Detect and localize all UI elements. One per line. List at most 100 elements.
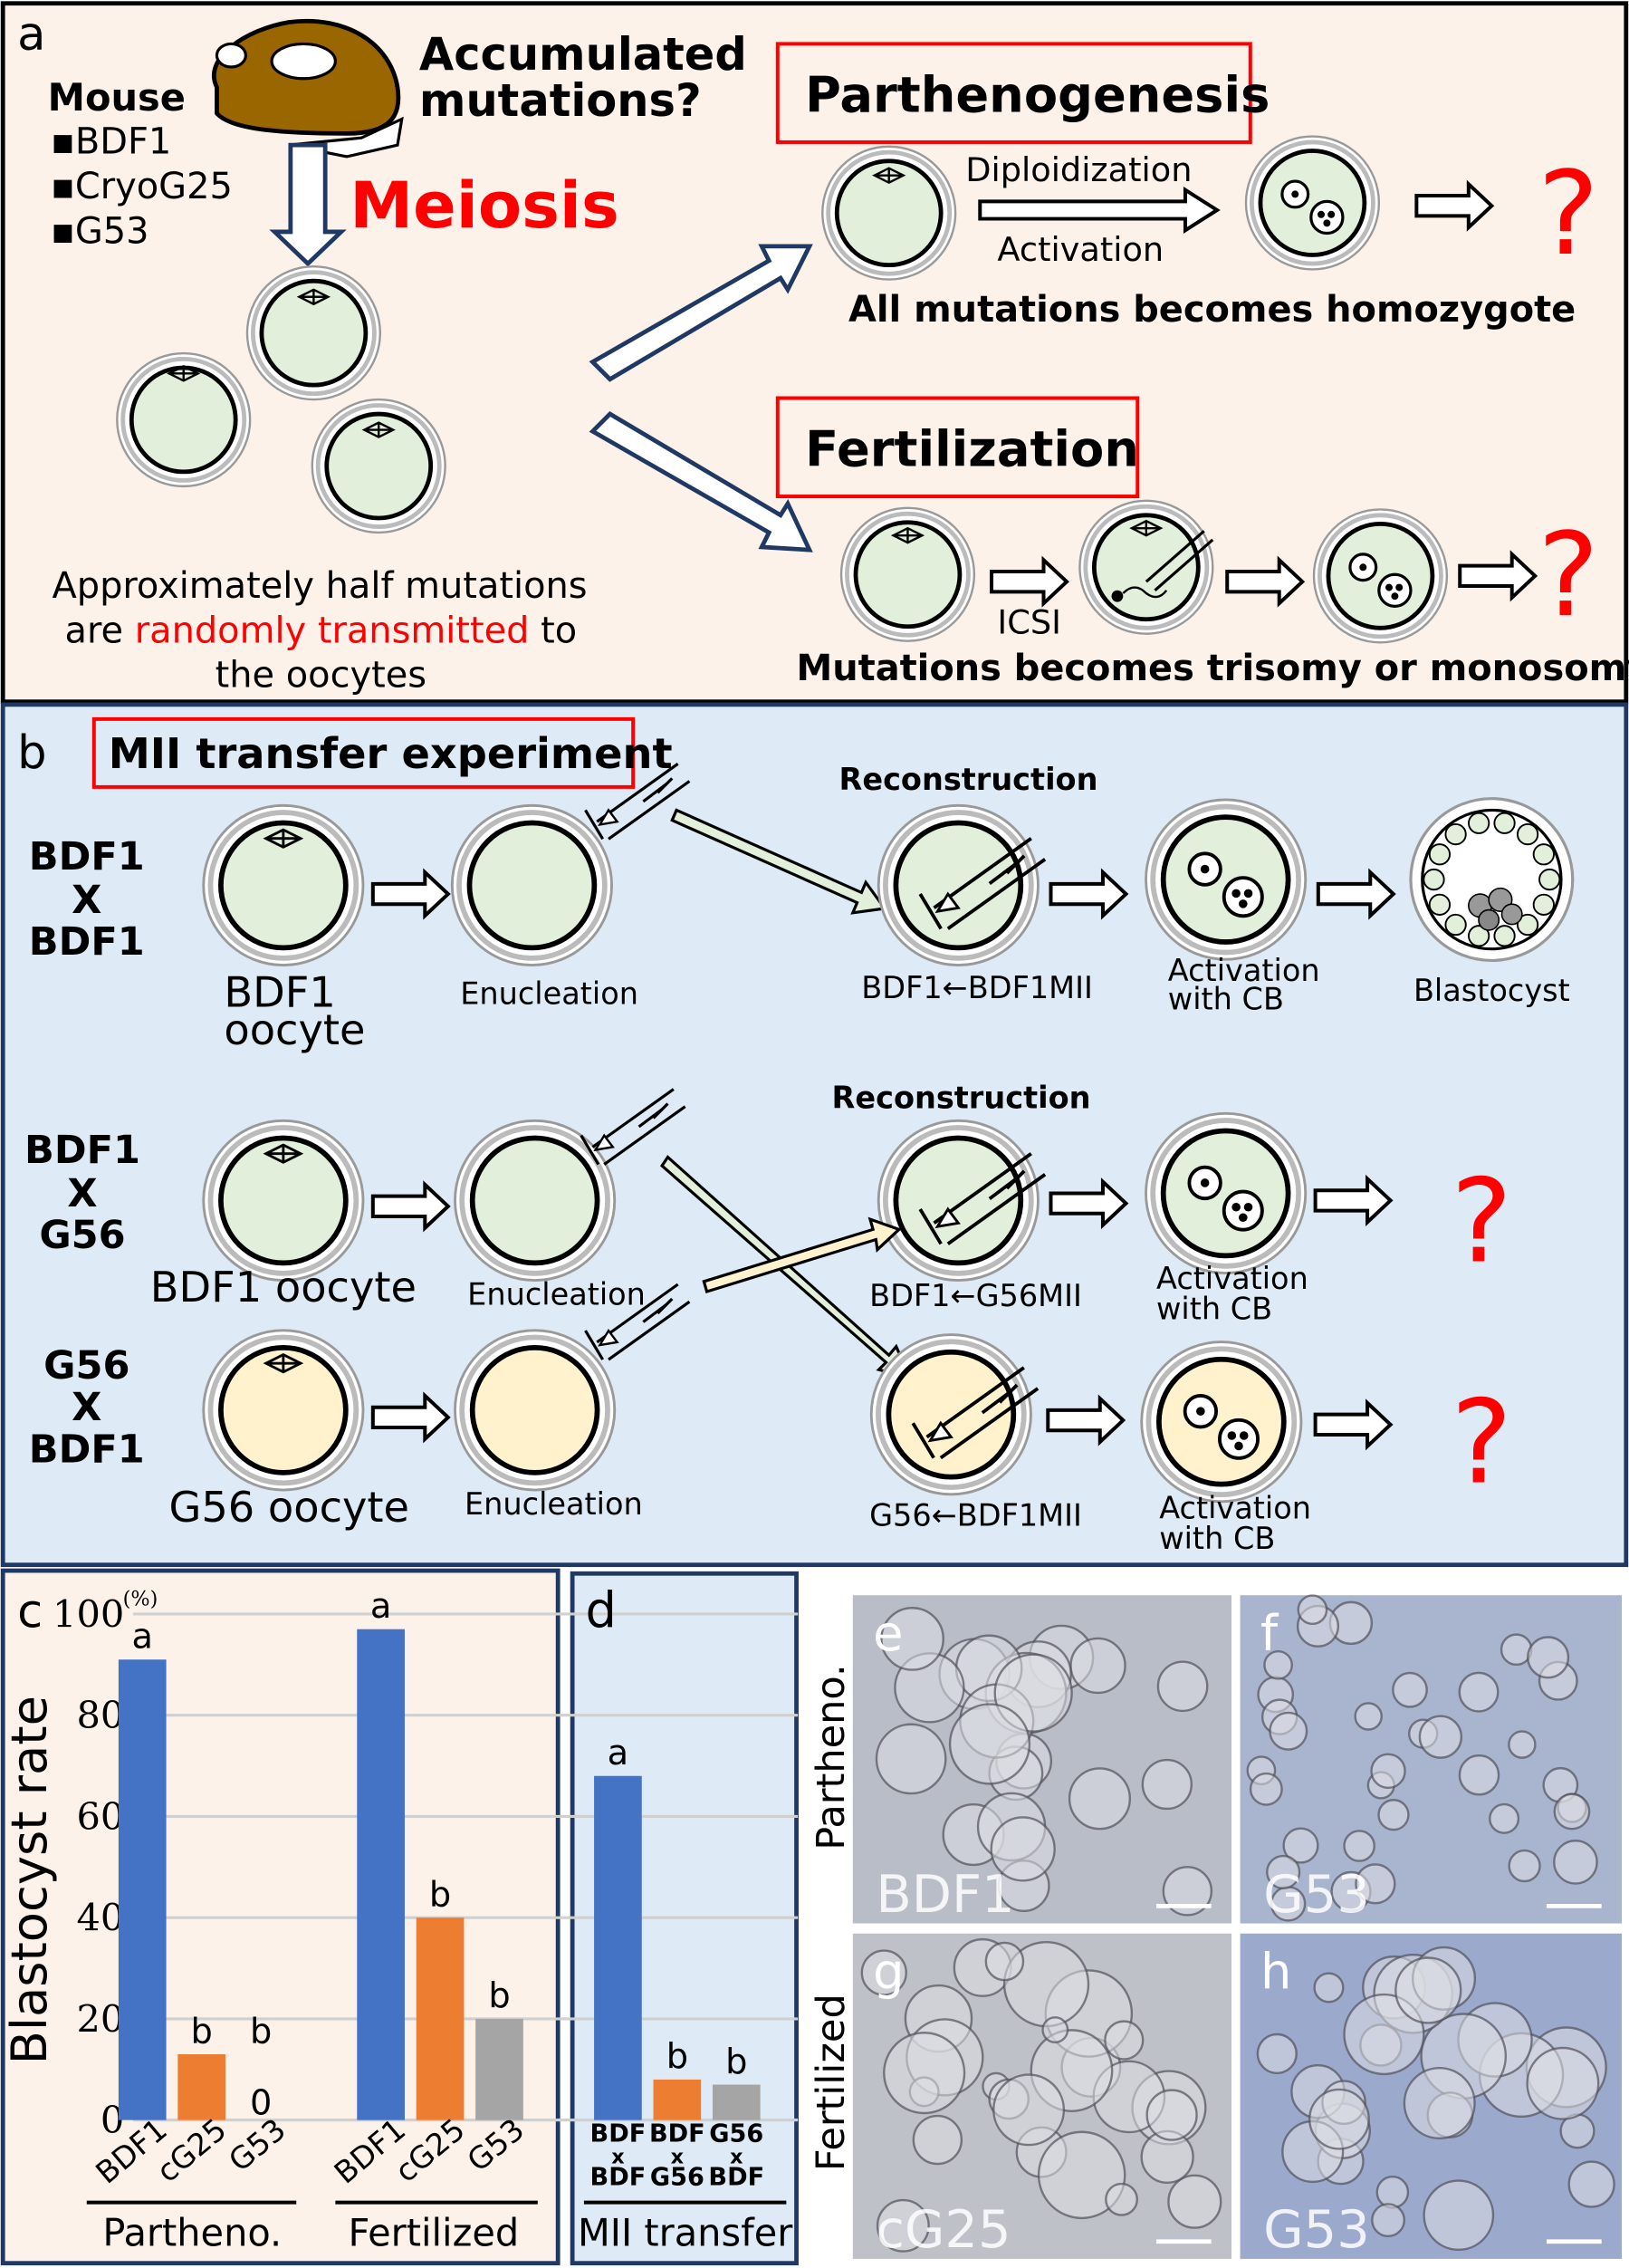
branch-arrow-up-icon [589, 244, 813, 382]
embryo [1527, 1636, 1570, 1679]
significance-letter: b [191, 2011, 213, 2052]
bar [594, 1775, 642, 2120]
oocyte-label: BDF1 [224, 968, 335, 1017]
homozygote-label: All mutations becomes homozygote [848, 289, 1576, 331]
cross-label: BDF1 [29, 1427, 145, 1472]
cross-label: BDF1 [29, 834, 145, 879]
activated-oocyte-icon [1146, 800, 1306, 959]
embryo [1343, 1993, 1425, 2076]
y-unit-label: (%) [123, 1587, 158, 1610]
x-tick-label: x [730, 2146, 743, 2169]
significance-letter: a [370, 1586, 391, 1627]
embryo [876, 2198, 930, 2253]
meiosis-label: Meiosis [350, 168, 618, 243]
embryo [990, 1816, 1056, 1882]
icsi-oocyte-icon [1079, 501, 1212, 634]
panel-b: b MII transfer experiment BDF1 X BDF1 Re… [0, 702, 1629, 1568]
trophectoderm-cell [1444, 822, 1467, 846]
embryo [1104, 2020, 1145, 2061]
value-label: 0 [250, 2082, 272, 2123]
embryo [1282, 1827, 1319, 1864]
icsi-label: ICSI [997, 603, 1061, 642]
embryo [1041, 2016, 1069, 2043]
activated-oocyte-icon [1314, 509, 1447, 642]
panel-letter: h [1260, 1943, 1291, 2000]
x-tick-label: BDF [590, 2163, 647, 2191]
trophectoderm-cell [1516, 822, 1539, 846]
strain-item: ▪G53 [51, 211, 149, 253]
trophectoderm-cell [1532, 893, 1555, 916]
accumulated-label: Accumulated [419, 28, 747, 81]
embryo [948, 1703, 1031, 1785]
note-line: are randomly transmitted to [65, 610, 578, 651]
group-label: Partheno. [102, 2211, 282, 2255]
embryo [1458, 1754, 1500, 1796]
micrograph-label: BDF1 [876, 1864, 1014, 1925]
bar [177, 2054, 226, 2120]
right-arrow-icon [978, 186, 1221, 234]
embryo [912, 2114, 963, 2166]
bar [475, 2018, 523, 2120]
embryo [1269, 1711, 1308, 1751]
trophectoderm-cell [1423, 868, 1445, 891]
embryo [1297, 1594, 1328, 1626]
reconstruction-label: Reconstruction [832, 1080, 1091, 1115]
embryo [1156, 1660, 1209, 1713]
significance-letter: a [608, 1733, 628, 1773]
transfer-arrow-icon [670, 808, 887, 915]
oocyte-icon [822, 147, 955, 280]
embryo [1508, 1730, 1537, 1759]
trophectoderm-cell [1532, 843, 1555, 866]
y-tick-label: 40 [76, 1896, 124, 1940]
trophectoderm-cell [1468, 925, 1490, 947]
significance-letter: b [488, 1975, 510, 2016]
bar [653, 2079, 702, 2120]
embryo [1313, 1972, 1345, 2004]
embryo [1037, 2130, 1126, 2220]
title-box [91, 716, 636, 789]
x-tick-label: x [611, 2146, 625, 2169]
embryo [1418, 1715, 1463, 1759]
blastocyst-icon [1409, 797, 1575, 963]
enucleation-label: Enucleation [465, 1486, 643, 1522]
embryo [1370, 1753, 1406, 1790]
embryo [1167, 2174, 1222, 2229]
mutations-label: mutations? [419, 74, 702, 127]
reconstruction-result-label: BDF1←BDF1MII [861, 970, 1093, 1005]
mouse-heading: Mouse [48, 75, 186, 120]
x-tick-label: x [671, 2146, 685, 2169]
panel-letter: d [585, 1581, 616, 1639]
oocyte-label: G56 oocyte [168, 1483, 409, 1532]
row-label: Partheno. [809, 1664, 854, 1850]
embryo [883, 2032, 966, 2115]
embryo [1371, 2203, 1405, 2238]
cross-label: G56 [43, 1343, 129, 1389]
oocyte-icon [204, 1331, 363, 1490]
panel-letter: a [17, 8, 45, 62]
enucleation-label: Enucleation [460, 975, 638, 1011]
significance-letter: b [429, 1874, 451, 1915]
x-tick-label: G56 [650, 2163, 704, 2191]
fertilization-box [775, 396, 1140, 499]
group-label: Fertilized [349, 2211, 520, 2255]
panel-a: a Accumulated mutations? Mouse ▪BDF1 ▪Cr… [0, 1, 1629, 705]
oocyte-icon [247, 266, 380, 399]
oocyte-icon [312, 399, 446, 533]
y-tick-label: 80 [76, 1693, 124, 1737]
activated-oocyte-icon [1142, 1342, 1301, 1502]
x-tick-label: BDF [649, 2120, 705, 2148]
embryo [984, 1941, 1025, 1982]
activation-label: Activation [1159, 1491, 1311, 1526]
embryo [1458, 1671, 1500, 1713]
embryo [1141, 1758, 1193, 1811]
question-mark: ? [1451, 1154, 1512, 1289]
embryo [1354, 1702, 1383, 1731]
group-label: MII transfer [578, 2211, 793, 2255]
embryo [1145, 2089, 1198, 2141]
y-tick-label: 60 [76, 1794, 124, 1839]
cross-label: X [72, 1385, 101, 1430]
oocyte-label: BDF1 oocyte [150, 1263, 417, 1312]
